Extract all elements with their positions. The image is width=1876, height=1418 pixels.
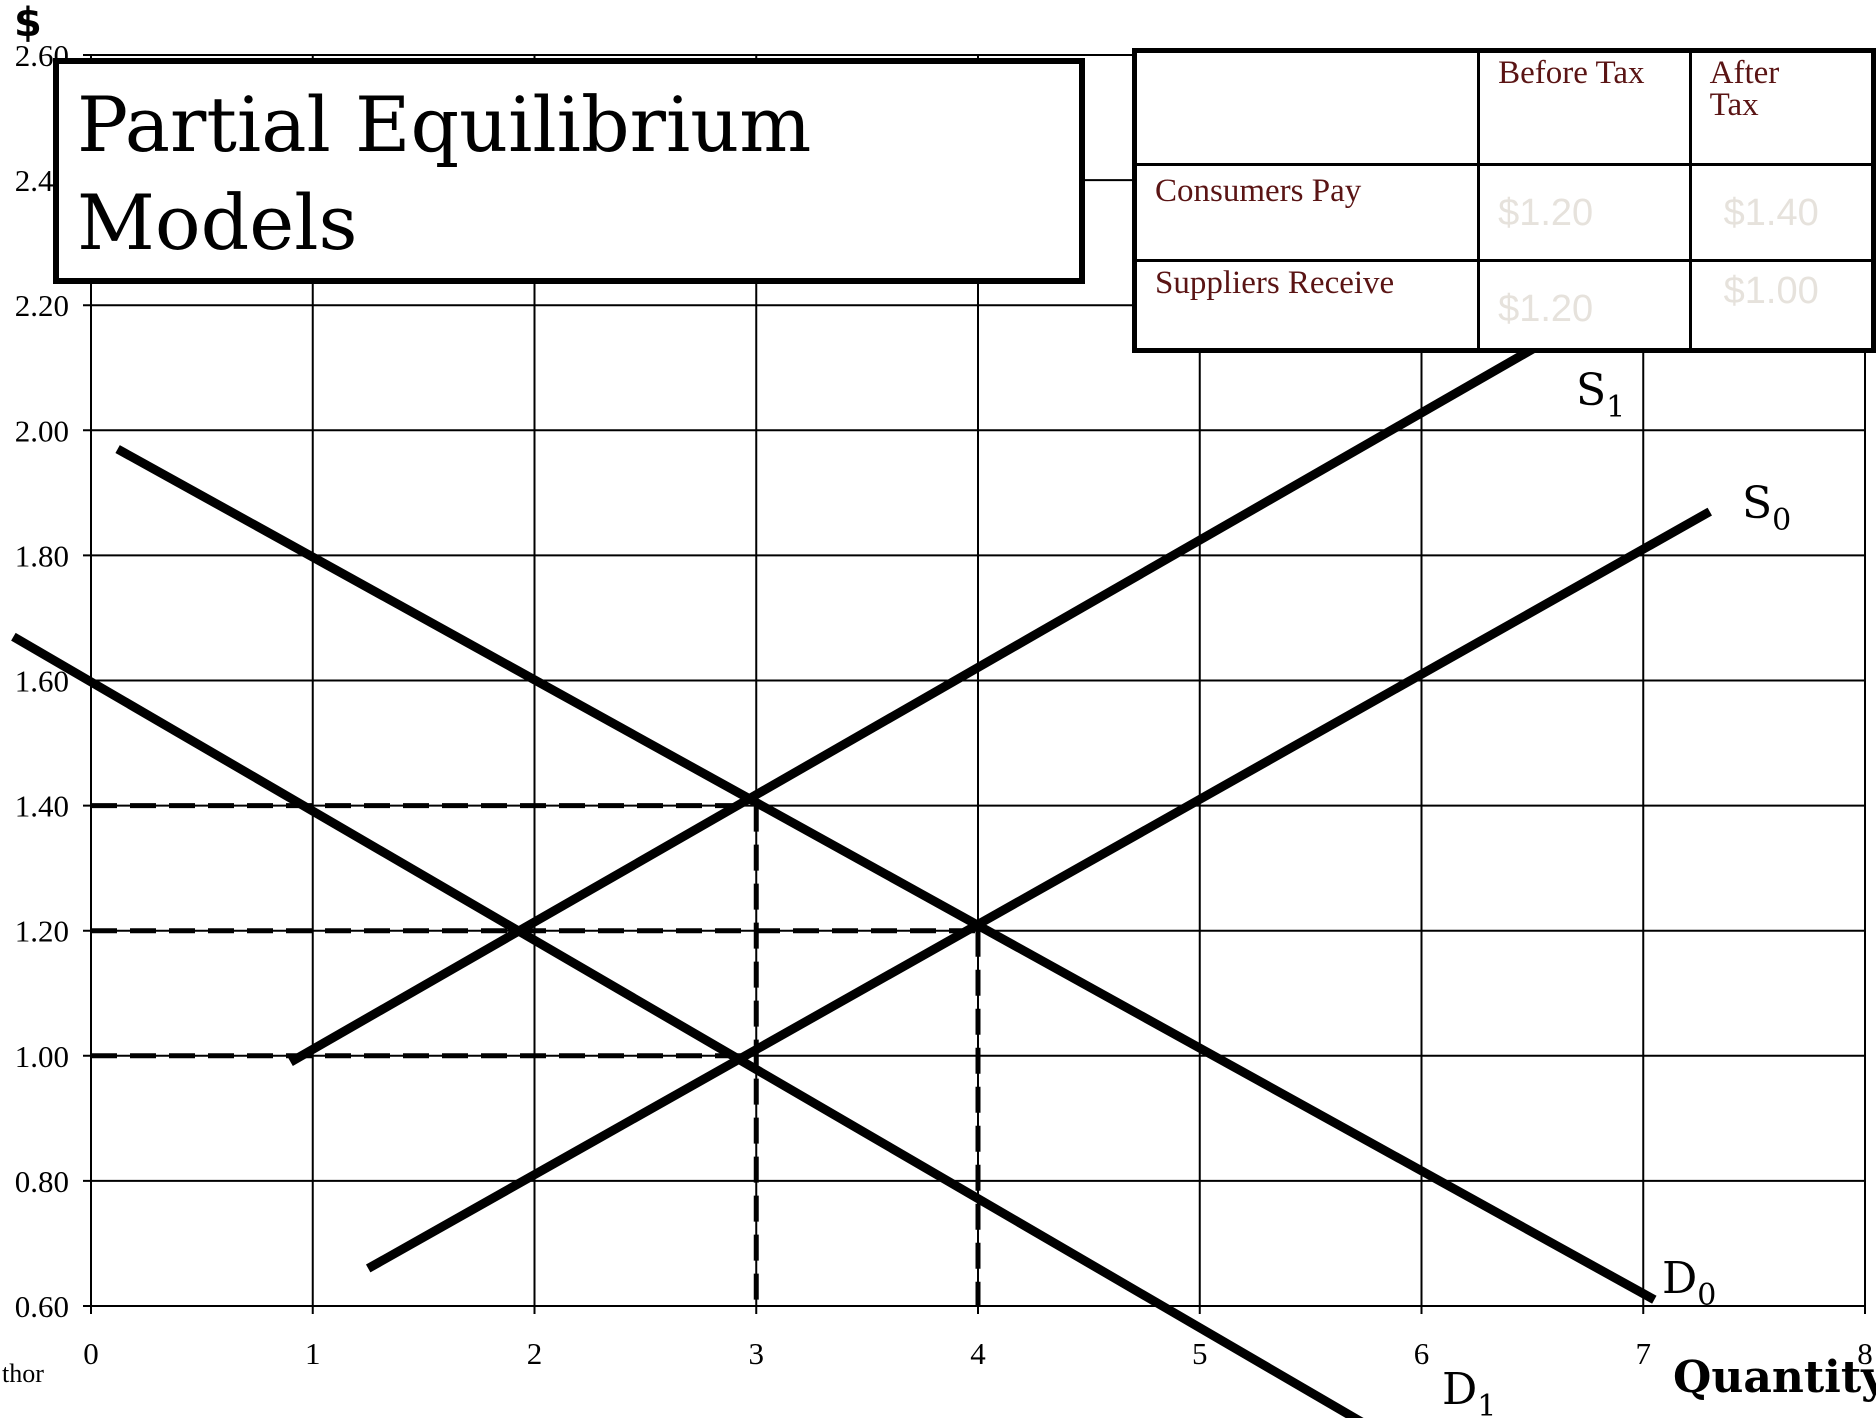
x-axis-title: Quantity [1673,1352,1876,1403]
y-tick-label: 1.60 [15,664,69,699]
col-header-after-tax: After Tax [1688,49,1876,166]
y-tick-label: 1.00 [15,1039,69,1074]
x-tick-label: 2 [527,1336,543,1371]
series-line-s0 [365,507,1712,1273]
col-header-before-tax: Before Tax [1477,49,1692,166]
series-label-s0: S0 [1742,478,1791,538]
series-label-d1: D1 [1442,1364,1496,1418]
y-tick-label: 1.80 [15,538,69,573]
x-tick-label: 7 [1636,1336,1652,1371]
series-label-s1: S1 [1576,365,1625,425]
table-row: Consumers Pay $1.20 $1.40 [1132,163,1876,262]
suppliers-receive-after: $1.00 [1688,259,1876,352]
table-corner-cell [1132,49,1481,166]
series-line-d1 [11,632,1364,1418]
y-tick-label: 0.60 [15,1289,69,1324]
y-tick-label: 1.20 [15,914,69,949]
consumers-pay-after: $1.40 [1688,163,1876,262]
series-label-d0: D0 [1662,1253,1716,1313]
x-tick-label: 8 [1857,1336,1873,1371]
x-tick-label: 1 [305,1336,321,1371]
x-tick-label: 0 [83,1336,99,1371]
slide-title: Partial Equilibrium Models [53,58,1085,284]
x-tick-label: 3 [749,1336,765,1371]
row-label-consumers-pay: Consumers Pay [1132,163,1481,262]
y-tick-label: 0.80 [15,1164,69,1199]
consumers-pay-before: $1.20 [1477,163,1692,262]
tax-comparison-table: Before Tax After Tax Consumers Pay $1.20… [1132,48,1876,353]
suppliers-receive-before: $1.20 [1477,259,1692,352]
series-line-s1 [288,332,1557,1066]
table-header-row: Before Tax After Tax [1132,49,1876,166]
y-tick-label: 1.40 [15,789,69,824]
y-axis-currency-symbol: $ [14,0,42,46]
title-line-1: Partial Equilibrium [77,80,812,169]
y-tick-label: 2.20 [15,288,69,323]
x-tick-label: 4 [970,1336,986,1371]
x-tick-label: 6 [1414,1336,1430,1371]
y-tick-label: 2.00 [15,413,69,448]
series-line-d0 [115,445,1657,1304]
row-label-suppliers-receive: Suppliers Receive [1132,259,1481,352]
table-row: Suppliers Receive $1.20 $1.00 [1132,259,1876,352]
footer-fragment: thor [2,1359,44,1388]
title-line-2: Models [77,178,358,267]
x-tick-label: 5 [1192,1336,1208,1371]
